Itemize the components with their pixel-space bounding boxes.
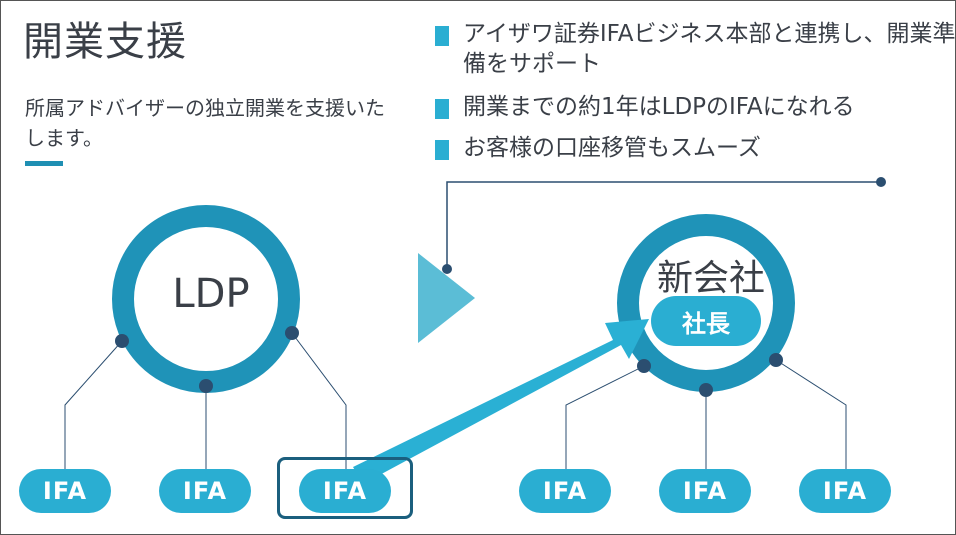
bullet-square-icon [435,26,449,46]
connector-line [775,359,847,471]
ifa-node-ldp-2: IFA [159,469,251,513]
ifa-node-new-1: IFA [519,469,611,513]
page-title: 開業支援 [23,19,187,65]
ifa-node-ldp-1: IFA [19,469,111,513]
ifa-node-new-3: IFA [799,469,891,513]
point-1-text: アイザワ証券IFAビジネス本部と連携し、開業準備をサポート [463,21,956,77]
node-dot [285,326,299,340]
connector-line [565,365,645,471]
point-1: アイザワ証券IFAビジネス本部と連携し、開業準備をサポート [435,19,956,79]
point-2-text: 開業までの約1年はLDPのIFAになれる [463,94,855,120]
transfer-arrow [353,319,649,484]
point-2: 開業までの約1年はLDPのIFAになれる [435,92,955,122]
node-dot [769,353,783,367]
president-badge: 社長 [651,296,761,346]
connector-line [64,340,123,471]
node-dot [115,334,129,348]
ifa-node-new-2: IFA [659,469,751,513]
point-3: お客様の口座移管もスムーズ [435,133,955,163]
bullet-square-icon [435,99,449,119]
connector-line [291,332,347,471]
ifa-node-ldp-3: IFA [299,469,391,513]
node-dot [699,383,713,397]
ldp-label: LDP [172,271,250,317]
new-company-label: 新会社 [656,258,765,299]
bullet-square-icon [435,140,449,160]
chevron-right-icon [418,253,475,343]
callout-line [446,181,881,269]
node-dot [637,359,651,373]
callout-dot [442,264,452,274]
accent-bar [25,161,63,166]
subtitle: 所属アドバイザーの独立開業を支援いたします。 [25,96,385,150]
node-dot [199,379,213,393]
point-3-text: お客様の口座移管もスムーズ [463,135,761,161]
callout-dot [876,177,886,187]
highlight-box [277,457,413,519]
